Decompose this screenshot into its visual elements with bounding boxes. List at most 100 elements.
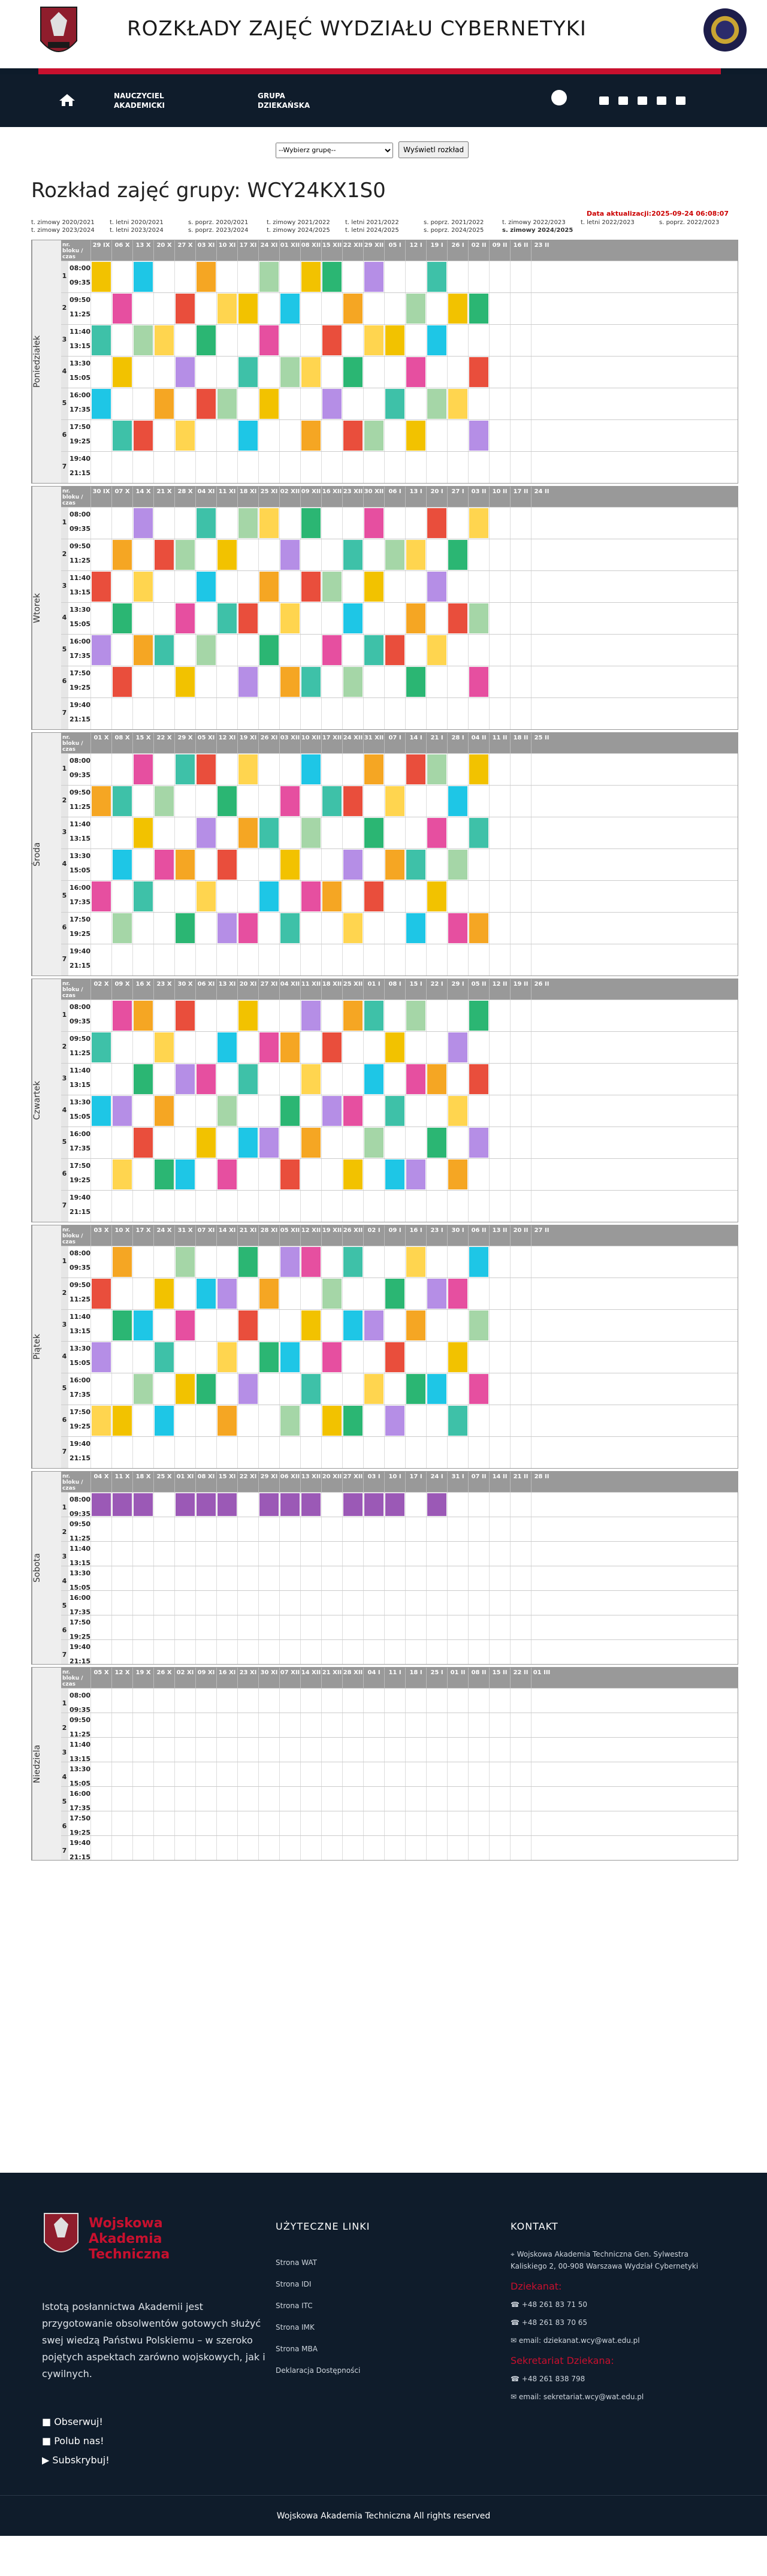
class-block[interactable] (385, 1096, 404, 1126)
class-block[interactable] (364, 881, 384, 911)
class-block[interactable] (343, 1493, 363, 1516)
class-block[interactable] (301, 1128, 321, 1158)
class-block[interactable] (197, 881, 216, 911)
class-block[interactable] (322, 1279, 342, 1309)
semester-link[interactable]: t. letni 2021/2022 (345, 219, 399, 226)
semester-link[interactable]: s. poprz. 2024/2025 (424, 227, 484, 234)
class-block[interactable] (427, 1279, 446, 1309)
class-block[interactable] (92, 1279, 111, 1309)
class-block[interactable] (322, 572, 342, 602)
semester-link[interactable]: s. poprz. 2021/2022 (424, 219, 484, 226)
class-block[interactable] (218, 294, 237, 324)
show-schedule-button[interactable]: Wyświetl rozkład (398, 141, 469, 158)
class-block[interactable] (322, 389, 342, 419)
class-block[interactable] (134, 1064, 153, 1094)
class-block[interactable] (385, 1279, 404, 1309)
class-block[interactable] (427, 1064, 446, 1094)
class-block[interactable] (448, 389, 467, 419)
link-accessibility[interactable]: Deklaracja Dostępności (276, 2366, 361, 2375)
semester-link[interactable]: s. poprz. 2020/2021 (188, 219, 249, 226)
class-block[interactable] (301, 818, 321, 848)
class-block[interactable] (343, 1159, 363, 1189)
class-block[interactable] (406, 540, 425, 570)
class-block[interactable] (385, 1159, 404, 1189)
class-block[interactable] (301, 1064, 321, 1094)
class-block[interactable] (364, 1128, 384, 1158)
class-block[interactable] (92, 1096, 111, 1126)
class-block[interactable] (469, 913, 488, 943)
class-block[interactable] (343, 1096, 363, 1126)
class-block[interactable] (406, 754, 425, 784)
class-block[interactable] (238, 294, 258, 324)
class-block[interactable] (134, 1001, 153, 1031)
class-block[interactable] (134, 262, 153, 292)
dean-phone-2[interactable]: ☎ +48 261 83 70 65 (511, 2318, 588, 2327)
class-block[interactable] (385, 786, 404, 816)
class-block[interactable] (385, 1493, 404, 1516)
class-block[interactable] (259, 325, 279, 355)
class-block[interactable] (448, 1159, 467, 1189)
class-block[interactable] (113, 1493, 132, 1516)
semester-link[interactable]: s. poprz. 2023/2024 (188, 227, 249, 234)
class-block[interactable] (448, 1032, 467, 1062)
class-block[interactable] (92, 572, 111, 602)
class-block[interactable] (92, 786, 111, 816)
class-block[interactable] (92, 1032, 111, 1062)
link-itc[interactable]: Strona ITC (276, 2302, 313, 2310)
semester-link[interactable]: s. zimowy 2024/2025 (502, 227, 573, 234)
nav-teachers[interactable]: NAUCZYCIEL AKADEMICKI (114, 92, 165, 110)
class-block[interactable] (197, 635, 216, 665)
class-block[interactable] (218, 913, 237, 943)
dean-email[interactable]: ✉ email: dziekanat.wcy@wat.edu.pl (511, 2336, 640, 2345)
class-block[interactable] (259, 389, 279, 419)
class-block[interactable] (322, 1406, 342, 1436)
class-block[interactable] (280, 1406, 300, 1436)
class-block[interactable] (218, 389, 237, 419)
class-block[interactable] (343, 540, 363, 570)
class-block[interactable] (301, 1310, 321, 1340)
class-block[interactable] (92, 1493, 111, 1516)
class-block[interactable] (280, 1342, 300, 1372)
class-block[interactable] (364, 421, 384, 451)
class-block[interactable] (301, 572, 321, 602)
class-block[interactable] (218, 603, 237, 633)
class-block[interactable] (218, 850, 237, 880)
class-block[interactable] (92, 881, 111, 911)
class-block[interactable] (469, 667, 488, 697)
class-block[interactable] (343, 421, 363, 451)
class-block[interactable] (238, 913, 258, 943)
class-block[interactable] (238, 1374, 258, 1404)
class-block[interactable] (176, 1064, 195, 1094)
class-block[interactable] (280, 667, 300, 697)
class-block[interactable] (301, 1247, 321, 1277)
class-block[interactable] (427, 1493, 446, 1516)
class-block[interactable] (322, 262, 342, 292)
class-block[interactable] (113, 1001, 132, 1031)
class-block[interactable] (364, 1064, 384, 1094)
class-block[interactable] (259, 572, 279, 602)
class-block[interactable] (176, 1001, 195, 1031)
class-block[interactable] (364, 754, 384, 784)
class-block[interactable] (92, 1406, 111, 1436)
class-block[interactable] (364, 1001, 384, 1031)
semester-link[interactable]: t. letni 2024/2025 (345, 227, 399, 234)
class-block[interactable] (280, 1247, 300, 1277)
class-block[interactable] (218, 1096, 237, 1126)
class-block[interactable] (406, 1064, 425, 1094)
class-block[interactable] (197, 262, 216, 292)
class-block[interactable] (238, 818, 258, 848)
class-block[interactable] (280, 913, 300, 943)
class-block[interactable] (197, 325, 216, 355)
class-block[interactable] (385, 1406, 404, 1436)
class-block[interactable] (238, 508, 258, 538)
social-observe[interactable]: ■ Obserwuj! (42, 2416, 103, 2427)
class-block[interactable] (155, 540, 174, 570)
class-block[interactable] (280, 603, 300, 633)
class-block[interactable] (259, 1342, 279, 1372)
class-block[interactable] (259, 818, 279, 848)
class-block[interactable] (406, 1001, 425, 1031)
class-block[interactable] (322, 881, 342, 911)
class-block[interactable] (469, 357, 488, 387)
class-block[interactable] (238, 603, 258, 633)
class-block[interactable] (322, 1032, 342, 1062)
